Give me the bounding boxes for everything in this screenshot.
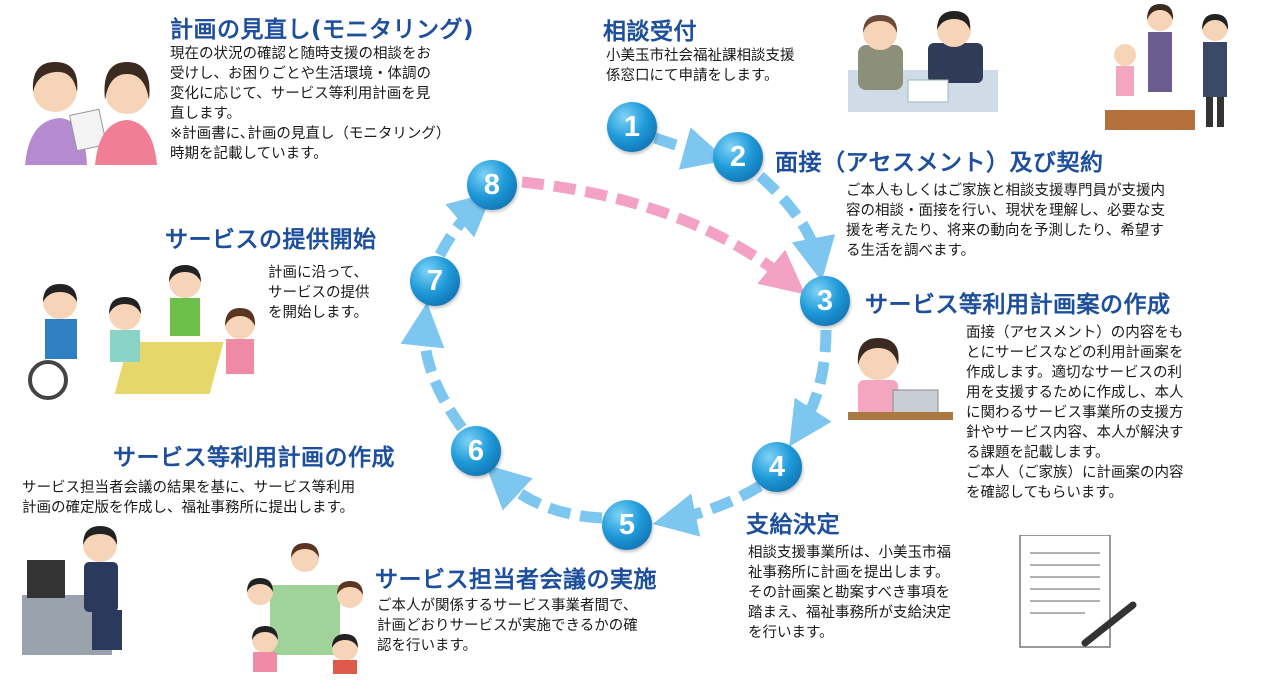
step-1-description: 小美玉市社会福祉課相談支援 係窓口にて申請をします。 — [606, 48, 795, 84]
step-7-badge: 7 — [410, 256, 460, 306]
monitoring-illustration — [25, 62, 157, 165]
arrow-3-to-4 — [789, 329, 832, 447]
step-8-description: 現在の状況の確認と随時支援の相談をお 受けし、お困りごとや生活環境・体調の 変化… — [170, 46, 451, 162]
step-7-description: 計画に沿って、 サービスの提供 を開始します。 — [268, 265, 370, 321]
step-6-description: サービス担当者会議の結果を基に、サービス等利用 計画の確定版を作成し、福祉事務所… — [22, 480, 356, 516]
arrow-4-to-5 — [652, 481, 763, 537]
arrow-6-to-7 — [400, 302, 467, 432]
meeting-illustration — [247, 543, 363, 674]
step-8-title: 計画の見直し(モニタリング) — [170, 17, 475, 43]
consultation-illustration — [848, 11, 998, 112]
step-8-badge: 8 — [467, 160, 517, 210]
step-1-title: 相談受付 — [603, 19, 697, 45]
step-3-description: 面接（アセスメント）の内容をも とにサービスなどの利用計画案を 作成します。適切… — [966, 325, 1184, 501]
plan-draft-illustration — [848, 338, 953, 420]
service-start-illustration — [28, 265, 256, 400]
arrow-8-to-3 — [521, 176, 806, 295]
arrow-1-to-2 — [653, 127, 728, 170]
step-1-badge: 1 — [607, 102, 657, 152]
step-6-badge: 6 — [451, 426, 501, 476]
step-3-badge: 3 — [800, 276, 850, 326]
document-pen-illustration — [1019, 535, 1137, 648]
plan-final-illustration — [22, 526, 122, 655]
step-4-description: 相談支援事業所は、小美玉市福 祉事務所に計画を提出します。 その計画案と勘案すべ… — [748, 545, 951, 641]
step-5-description: ご本人が関係するサービス事業者間で、 計画どおりサービスが実施できるかの確 認を… — [377, 598, 638, 654]
step-7-title: サービスの提供開始 — [165, 227, 377, 253]
step-2-description: ご本人もしくはご家族と相談支援専門員が支援内 容の相談・面接を行い、現状を理解し… — [846, 183, 1165, 259]
step-5-badge: 5 — [602, 500, 652, 550]
step-4-title: 支給決定 — [746, 512, 840, 538]
step-2-badge: 2 — [713, 132, 763, 182]
arrow-5-to-6 — [485, 464, 603, 524]
step-5-title: サービス担当者会議の実施 — [375, 567, 657, 593]
step-4-badge: 4 — [752, 442, 802, 492]
arrow-2-to-3 — [756, 171, 836, 282]
step-6-title: サービス等利用計画の作成 — [113, 445, 395, 471]
arrow-7-to-8 — [435, 192, 493, 258]
family-illustration — [1105, 4, 1229, 130]
step-3-title: サービス等利用計画案の作成 — [865, 292, 1171, 318]
step-2-title: 面接（アセスメント）及び契約 — [775, 150, 1104, 176]
